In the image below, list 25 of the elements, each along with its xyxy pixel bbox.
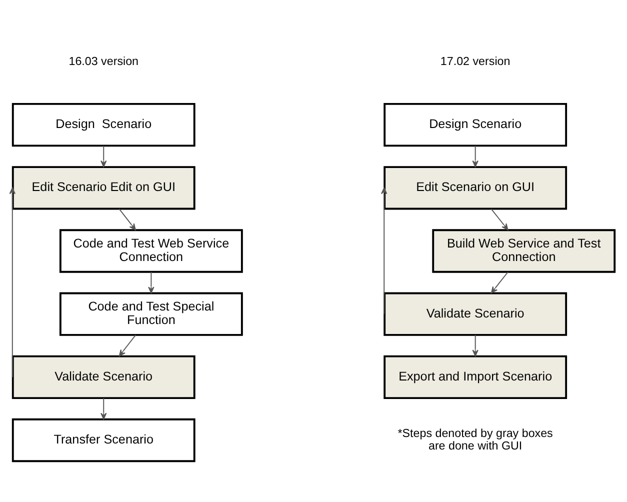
arrow [490,272,508,294]
arrow [118,208,136,230]
node-box: Design Scenario [12,103,196,147]
node-box: Validate Scenario [12,355,196,399]
arrow [472,145,478,168]
node-box: Transfer Scenario [12,418,196,462]
arrow [490,208,508,230]
arrow [9,187,16,378]
arrow [100,145,107,168]
node-box: Edit Scenario Edit on GUI [12,166,196,210]
arrow [472,334,478,356]
label: *Steps denoted by gray boxes are done with GUI [398,426,553,453]
arrow [100,398,107,420]
arrow [148,272,154,294]
label: 17.02 version [440,54,510,68]
arrow [381,187,388,315]
node-box: Code and Test Web Service Connection [59,229,243,273]
node-box: Export and Import Scenario [384,355,568,399]
label: 16.03 version [68,54,139,68]
node-box: Build Web Service and Test Connection [432,229,616,273]
node-box: Validate Scenario [384,292,568,336]
arrow [118,334,136,356]
node-box: Edit Scenario on GUI [384,166,568,210]
node-box: Code and Test Special Function [59,292,243,336]
node-box: Design Scenario [384,103,568,147]
